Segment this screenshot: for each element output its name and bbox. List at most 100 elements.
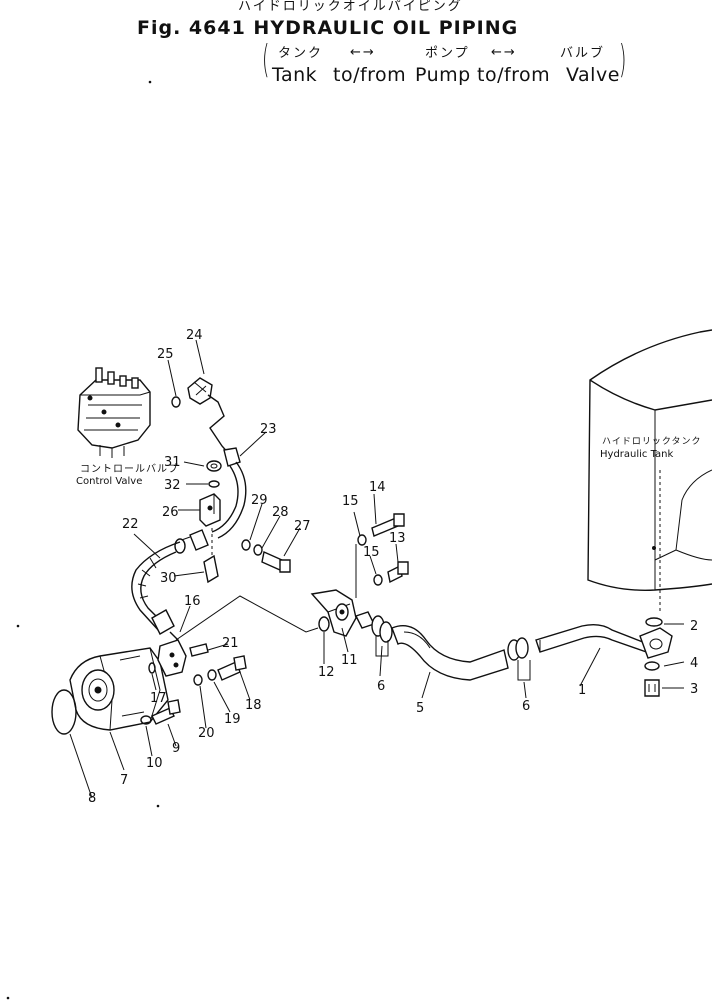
hose-23-b xyxy=(211,465,239,533)
part-32-washer xyxy=(208,480,220,488)
callout-2: 2 xyxy=(690,619,698,634)
part-12-oring xyxy=(318,616,330,632)
part-20-washer xyxy=(193,674,203,686)
part-18-bolt xyxy=(217,655,247,681)
part-24-elbow xyxy=(187,377,213,405)
callout-6-b: 6 xyxy=(522,699,530,714)
callout-5: 5 xyxy=(416,701,424,716)
callout-23: 23 xyxy=(260,422,277,437)
route-to-from-1: to/from xyxy=(333,64,407,86)
part-30-clamp xyxy=(203,554,219,584)
hydraulic-tank-label: Hydraulic Tank xyxy=(600,449,674,460)
callout-22: 22 xyxy=(122,517,139,532)
speck xyxy=(148,80,152,84)
hydraulic-tank-label-jp: ハイドロリックタンク xyxy=(602,437,702,447)
speck xyxy=(6,996,10,1000)
part-23-fitting xyxy=(223,447,241,467)
control-valve-label: Control Valve xyxy=(76,476,143,487)
hose-23-upper xyxy=(207,394,231,456)
route-to-from-2: to/from xyxy=(477,64,551,86)
fitting-junction xyxy=(174,529,209,554)
hose-23-a xyxy=(217,461,247,539)
route-jp-tank: タンク xyxy=(278,46,324,61)
part-9-bolt xyxy=(151,699,181,725)
left-paren: ( xyxy=(262,37,270,81)
route-pump: Pump xyxy=(415,64,471,86)
part-3-bolt xyxy=(644,679,660,697)
part-28-washer xyxy=(253,544,263,556)
part-21-bolt xyxy=(189,643,209,657)
route-jp-arrow-1: ←→ xyxy=(350,45,376,60)
route-valve: Valve xyxy=(566,64,620,86)
callout-26: 26 xyxy=(162,505,179,520)
callout-28: 28 xyxy=(272,505,289,520)
callout-27: 27 xyxy=(294,519,311,534)
control-valve-label-jp: コントロールバルブ xyxy=(80,464,179,475)
part-26-bracket xyxy=(199,493,221,527)
callout-21: 21 xyxy=(222,636,239,651)
callout-16: 16 xyxy=(184,594,201,609)
callout-32: 32 xyxy=(164,478,181,493)
part-29-washer xyxy=(241,539,251,551)
callout-14: 14 xyxy=(369,480,386,495)
callout-numbers: 1 2 3 4 5 6 6 7 8 9 10 11 12 13 14 15 15… xyxy=(88,328,698,806)
part-8-oring xyxy=(51,689,77,735)
route-tank: Tank xyxy=(272,64,318,86)
callout-3: 3 xyxy=(690,682,698,697)
callout-10: 10 xyxy=(146,756,163,771)
hose-22 xyxy=(131,541,181,635)
callout-24: 24 xyxy=(186,328,203,343)
route-jp-pump: ポンプ xyxy=(425,46,470,61)
callout-25: 25 xyxy=(157,347,174,362)
callout-11: 11 xyxy=(341,653,358,668)
callout-13: 13 xyxy=(389,531,406,546)
right-paren: ) xyxy=(619,37,627,81)
reference-line xyxy=(175,595,319,641)
callout-6-a: 6 xyxy=(377,679,385,694)
callout-8: 8 xyxy=(88,791,96,806)
callout-18: 18 xyxy=(245,698,262,713)
part-15-washer-a xyxy=(357,534,367,546)
route-jp-arrow-2: ←→ xyxy=(491,45,517,60)
control-valve xyxy=(77,367,151,458)
part-11-elbow xyxy=(310,589,357,637)
part-4-washer xyxy=(644,661,660,671)
part-15-washer-b xyxy=(373,574,383,586)
part-2-oring xyxy=(645,617,663,627)
fitting-neck xyxy=(169,631,179,641)
callout-29: 29 xyxy=(251,493,268,508)
part-10-washer xyxy=(140,715,152,725)
hydraulic-tank xyxy=(587,329,712,612)
part-6-clamp-b xyxy=(507,637,531,681)
route-jp-valve: バルブ xyxy=(560,46,606,61)
part-17-oring xyxy=(148,662,156,674)
part-14-bolt xyxy=(371,513,405,537)
speck xyxy=(16,624,20,628)
part-27-bolt xyxy=(261,551,291,573)
leader-lines xyxy=(69,339,685,799)
speck xyxy=(156,804,160,808)
callout-12: 12 xyxy=(318,665,335,680)
hydraulic-pump xyxy=(69,647,169,731)
callout-15-b: 15 xyxy=(363,545,380,560)
callout-30: 30 xyxy=(160,571,177,586)
callout-15-a: 15 xyxy=(342,494,359,509)
figure-title: Fig. 4641 HYDRAULIC OIL PIPING xyxy=(137,17,519,39)
callout-31: 31 xyxy=(164,455,181,470)
part-25-oring xyxy=(171,396,181,408)
part-6-clamp-a xyxy=(371,615,393,657)
callout-4: 4 xyxy=(690,656,698,671)
callout-1: 1 xyxy=(578,683,586,698)
part-31-nut xyxy=(206,460,222,472)
callout-19: 19 xyxy=(224,712,241,727)
part-13-bolt xyxy=(387,561,409,584)
title-japanese: ハイドロリックオイルパイピング xyxy=(238,0,463,14)
callout-17: 17 xyxy=(150,691,167,706)
callout-20: 20 xyxy=(198,726,215,741)
connector-tube xyxy=(355,611,375,629)
pipe-1 xyxy=(535,623,654,656)
callout-7: 7 xyxy=(120,773,128,788)
hose-5 xyxy=(391,625,509,681)
